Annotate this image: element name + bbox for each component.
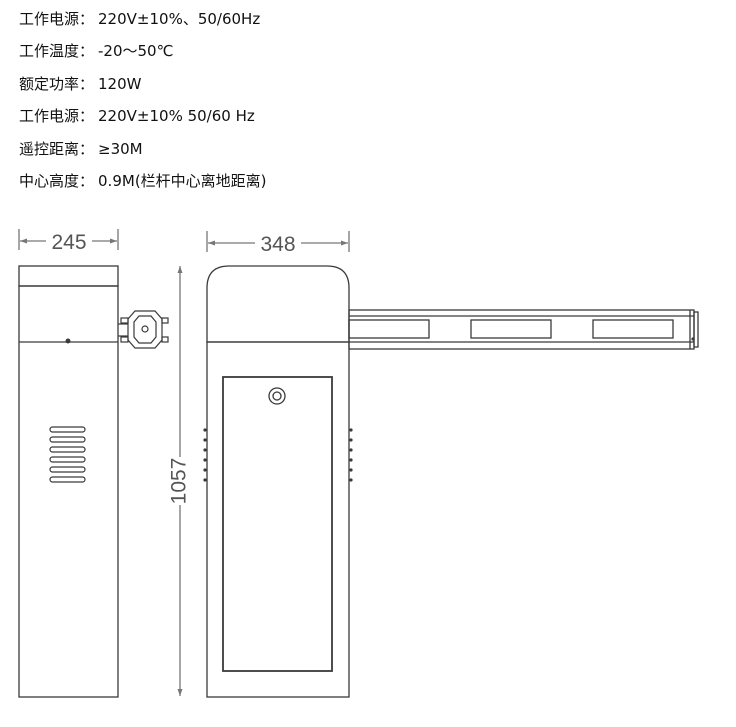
spec-label: 工作电源： — [19, 10, 95, 28]
spec-list: 工作电源： 220V±10%、50/60Hz 工作温度：-20～50℃ 额定功率… — [19, 6, 267, 200]
spec-value: 220V±10% 50/60 Hz — [98, 107, 255, 126]
spec-label: 中心高度： — [19, 171, 95, 190]
spec-row: 遥控距离：≥30M — [19, 136, 267, 168]
front-cabinet-body — [206, 341, 350, 698]
spec-value: ≥30M — [98, 139, 143, 158]
height-dimension — [177, 266, 183, 696]
spec-row: 额定功率：120W — [19, 71, 267, 103]
vent-slots-icon — [49, 426, 86, 483]
boom-reflector — [592, 319, 674, 339]
spec-label: 工作电源： — [19, 107, 95, 126]
spec-row: 中心高度：0.9M(栏杆中心离地距离) — [19, 168, 267, 200]
side-view: 245 — [18, 229, 169, 698]
spec-row: 工作温度：-20～50℃ — [19, 38, 267, 70]
height-label: 1057 — [168, 458, 191, 505]
spec-row: 工作电源： 220V±10%、50/60Hz — [19, 6, 267, 38]
front-width-dimension — [206, 231, 350, 252]
boom-reflector — [470, 319, 552, 339]
spec-label: 额定功率： — [19, 74, 95, 93]
spec-label: 遥控距离： — [19, 139, 95, 158]
front-width-label: 348 — [260, 233, 295, 256]
spec-value: 120W — [98, 74, 142, 93]
spec-value: 220V±10%、50/60Hz — [98, 10, 261, 28]
boom-reflector — [348, 319, 430, 339]
side-width-label: 245 — [51, 231, 86, 254]
rivets-right-icon — [349, 428, 353, 482]
side-cabinet-top — [18, 265, 119, 287]
boom-arm — [348, 309, 699, 350]
boom-bracket-icon — [118, 310, 169, 349]
side-width-dimension — [18, 229, 119, 250]
door-lock-icon — [268, 387, 286, 405]
cabinet-door — [222, 376, 333, 672]
screw-icon — [65, 338, 71, 344]
front-motor-housing — [206, 265, 350, 343]
spec-value: 0.9M(栏杆中心离地距离) — [98, 171, 267, 190]
spec-label: 工作温度： — [19, 42, 95, 61]
front-view: 348 — [203, 231, 699, 698]
spec-value: -20～50℃ — [98, 42, 174, 61]
spec-row: 工作电源：220V±10% 50/60 Hz — [19, 103, 267, 135]
side-cabinet-body — [18, 285, 119, 698]
rivets-left-icon — [203, 428, 207, 482]
